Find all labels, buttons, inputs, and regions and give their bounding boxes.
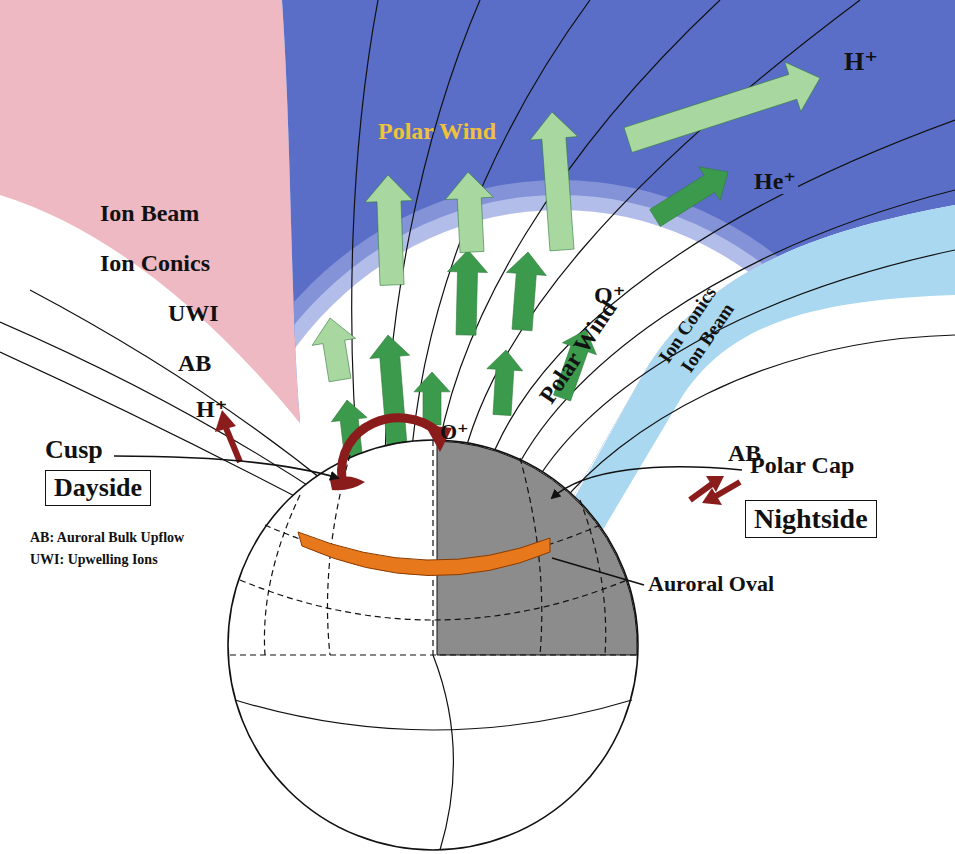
nightside-band [548, 205, 955, 560]
upflow-arrow [312, 318, 356, 382]
field-line [510, 190, 955, 482]
cusp-spot [330, 476, 365, 490]
field-line [560, 335, 955, 505]
earth-globe [228, 440, 638, 850]
region-label: Cusp [45, 436, 103, 465]
outflow-type: UWI [168, 300, 219, 326]
region-label: Auroral Oval [648, 572, 774, 596]
field-line [410, 0, 590, 472]
field-line [530, 250, 955, 492]
downflow-arrows [215, 410, 740, 505]
field-line [435, 0, 720, 470]
field-line [30, 290, 335, 490]
ion-species: He⁺ [752, 168, 798, 194]
field-line [0, 352, 325, 512]
side-box: Nightside [745, 500, 877, 538]
outflow-type: AB [178, 350, 211, 376]
upflow-arrow [487, 350, 523, 416]
ion-species: O⁺ [440, 420, 469, 444]
side-box: Dayside [45, 470, 151, 506]
field-line [460, 0, 860, 472]
upflow-arrow [370, 335, 410, 459]
ion-species: H⁺ [842, 48, 880, 77]
side-label: Dayside [54, 473, 142, 503]
upflow-arrow [445, 172, 493, 253]
flow-label: Polar Wind [378, 118, 496, 144]
ion-species: H⁺ [196, 396, 227, 422]
upflow-arrow [506, 252, 546, 331]
upflow-arrow [530, 112, 578, 251]
upflow-arrows [312, 62, 820, 471]
leader-lines [114, 456, 742, 585]
upflow-arrow [624, 62, 820, 152]
upflow-arrow [365, 175, 413, 285]
upflow-arrow [650, 167, 728, 227]
region-label: Polar Cap [750, 452, 854, 478]
legend-note: UWI: Upwelling Ions [30, 552, 158, 567]
legend-note: AB: Auroral Bulk Upflow [30, 530, 184, 545]
field-lines [0, 0, 955, 512]
upflow-arrow [448, 250, 488, 335]
outflow-type: Ion Beam [100, 200, 199, 226]
side-label: Nightside [754, 503, 868, 535]
auroral-oval [298, 532, 550, 576]
outflow-type: Ion Conics [100, 250, 210, 276]
